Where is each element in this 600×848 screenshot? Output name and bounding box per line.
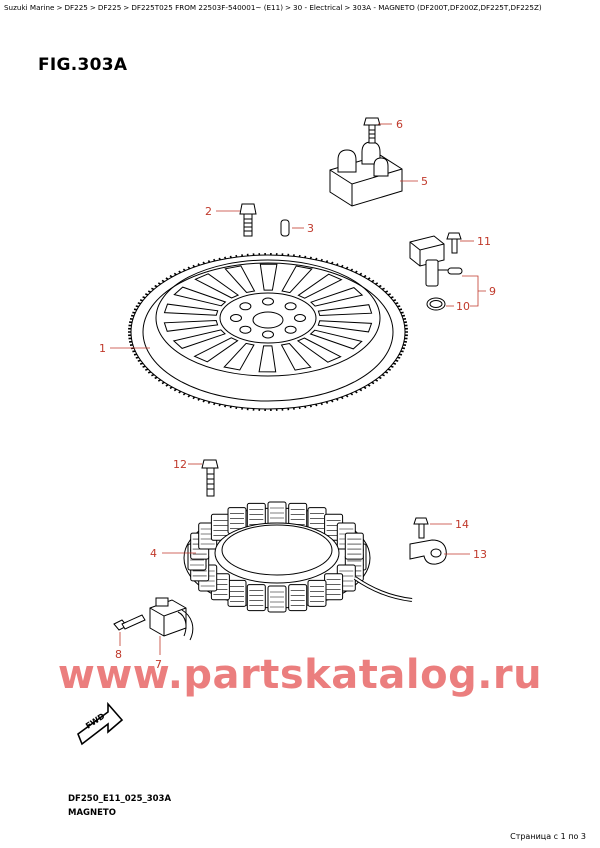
callout-5: 5 (421, 175, 428, 188)
breadcrumb-serial-range[interactable]: DF225T025 FROM 22503F-540001~ (E11) (131, 3, 283, 12)
flywheel-face (155, 259, 381, 377)
dowel-pin-drawing[interactable] (280, 219, 290, 237)
flywheel-vanes (163, 263, 373, 373)
breadcrumb-separator: > (285, 3, 292, 12)
breadcrumb-separator: > (344, 3, 351, 12)
flywheel-bolt-drawing[interactable] (239, 203, 257, 237)
callout-13: 13 (473, 548, 487, 561)
stator-bore (221, 524, 333, 576)
flywheel-bolt-holes (230, 297, 306, 339)
flywheel-rim-inner (142, 262, 394, 402)
callout-2: 2 (205, 205, 212, 218)
figure-name: MAGNETO (68, 808, 116, 818)
callout-3: 3 (307, 222, 314, 235)
stator-bolt-drawing[interactable] (201, 459, 219, 497)
forward-direction-arrow: FWD (77, 701, 124, 746)
callout-12: 12 (173, 458, 187, 471)
pulser-screw-drawing[interactable] (113, 614, 146, 631)
flywheel-center-bore (252, 311, 284, 329)
breadcrumb-separator: > (56, 3, 63, 12)
pulser-coil-drawing[interactable] (149, 597, 194, 641)
callout-numbers: 1 2 3 4 5 6 7 8 9 10 11 12 13 14 (99, 118, 496, 671)
flywheel-drawing[interactable] (128, 252, 408, 412)
o-ring-drawing[interactable] (426, 297, 446, 311)
callout-9: 9 (489, 285, 496, 298)
callout-7: 7 (155, 658, 162, 671)
watermark: www.partskatalog.ru (57, 652, 543, 698)
stator-coils (187, 501, 367, 613)
figure-code: DF250_E11_025_303A (68, 794, 172, 804)
breadcrumb-current-page: 303A - MAGNETO (DF200T,DF200Z,DF225T,DF2… (352, 3, 542, 12)
page-indicator: Страница с 1 по 3 (510, 832, 586, 841)
callout-6: 6 (396, 118, 403, 131)
wire-clamp-screw-drawing[interactable] (413, 517, 429, 539)
clamp-screw-drawing[interactable] (363, 117, 381, 144)
stator-wire-harness (353, 576, 413, 602)
sensor-bolt-drawing[interactable] (446, 232, 462, 254)
callout-11: 11 (477, 235, 491, 248)
breadcrumb-section[interactable]: 30 - Electrical (293, 3, 343, 12)
breadcrumb-suzuki-marine[interactable]: Suzuki Marine (4, 3, 55, 12)
position-sensor-drawing[interactable] (409, 235, 463, 287)
stator-drawing[interactable] (183, 501, 413, 613)
callout-4: 4 (150, 547, 157, 560)
stator-core-inner (214, 522, 340, 584)
cable-clamp-bracket-drawing[interactable] (329, 141, 403, 207)
breadcrumb-separator: > (123, 3, 130, 12)
breadcrumb: Suzuki Marine>DF225>DF225>DF225T025 FROM… (4, 2, 596, 14)
figure-title: FIG.303A (38, 55, 128, 75)
callout-10: 10 (456, 300, 470, 313)
wire-clamp-drawing[interactable] (409, 539, 447, 565)
breadcrumb-separator: > (89, 3, 96, 12)
callout-8: 8 (115, 648, 122, 661)
breadcrumb-submodel[interactable]: DF225 (97, 3, 122, 12)
breadcrumb-model[interactable]: DF225 (64, 3, 88, 12)
callout-leaders (110, 123, 486, 655)
callout-14: 14 (455, 518, 469, 531)
callout-1: 1 (99, 342, 106, 355)
